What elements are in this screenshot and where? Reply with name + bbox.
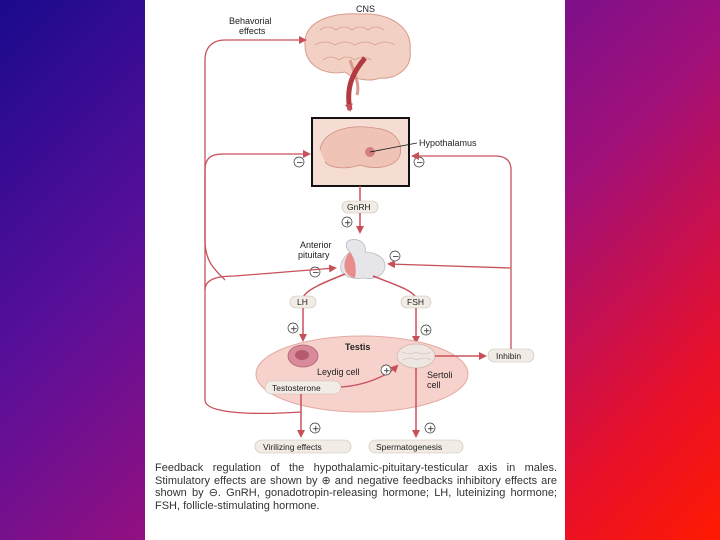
svg-text:+: + — [423, 327, 431, 337]
svg-text:+: + — [290, 325, 298, 335]
svg-text:−: − — [312, 269, 320, 279]
hypothalamus-icon — [319, 126, 402, 169]
lh-label: LH — [297, 297, 308, 307]
testis-label: Testis — [345, 342, 370, 352]
sertoli-label-2: cell — [427, 380, 441, 390]
testosterone-label: Testosterone — [272, 383, 321, 393]
leydig-label: Leydig cell — [317, 367, 360, 377]
virilizing-pill — [254, 439, 352, 454]
feedback-behavioral-loop — [204, 36, 307, 415]
brain-icon — [304, 13, 411, 96]
feedback-pituitary-left — [204, 264, 337, 291]
fsh-label: FSH — [407, 297, 424, 307]
figure-caption: Feedback regulation of the hypothalamic-… — [155, 462, 557, 512]
svg-text:+: + — [427, 425, 435, 435]
cns-label: CNS — [356, 4, 375, 14]
inhibin-label: Inhibin — [496, 351, 521, 361]
feedback-pituitary-right — [387, 260, 512, 269]
svg-text:−: − — [296, 159, 304, 169]
spermatogenesis-pill — [368, 439, 464, 454]
sertoli-cell-icon — [396, 343, 436, 369]
svg-text:−: − — [392, 253, 400, 263]
anterior-label: Anterior — [300, 240, 332, 250]
spermatogenesis-label: Spermatogenesis — [376, 442, 442, 452]
cns-to-hypothalamus-arrow — [344, 56, 367, 112]
feedback-diagram: CNS Behavorial effects Hypothalamus GnRH… — [204, 4, 535, 454]
svg-text:−: − — [416, 159, 424, 169]
testosterone-pill — [264, 380, 342, 395]
feedback-hypothalamus-left — [204, 150, 311, 281]
leydig-cell-icon — [287, 344, 319, 368]
sertoli-label: Sertoli — [427, 370, 453, 380]
pituitary-icon — [340, 239, 386, 279]
figure-panel: CNS Behavorial effects Hypothalamus GnRH… — [145, 0, 565, 540]
pituitary-label: pituitary — [298, 250, 330, 260]
behavioral-label-2: effects — [239, 26, 266, 36]
behavioral-label: Behavorial — [229, 16, 272, 26]
gnrh-label: GnRH — [347, 202, 371, 212]
svg-text:+: + — [383, 367, 391, 377]
feedback-hypothalamus-right — [411, 152, 512, 349]
hypothalamus-label: Hypothalamus — [419, 138, 477, 148]
virilizing-label: Virilizing effects — [263, 442, 322, 452]
svg-text:+: + — [312, 425, 320, 435]
svg-text:+: + — [344, 219, 352, 229]
